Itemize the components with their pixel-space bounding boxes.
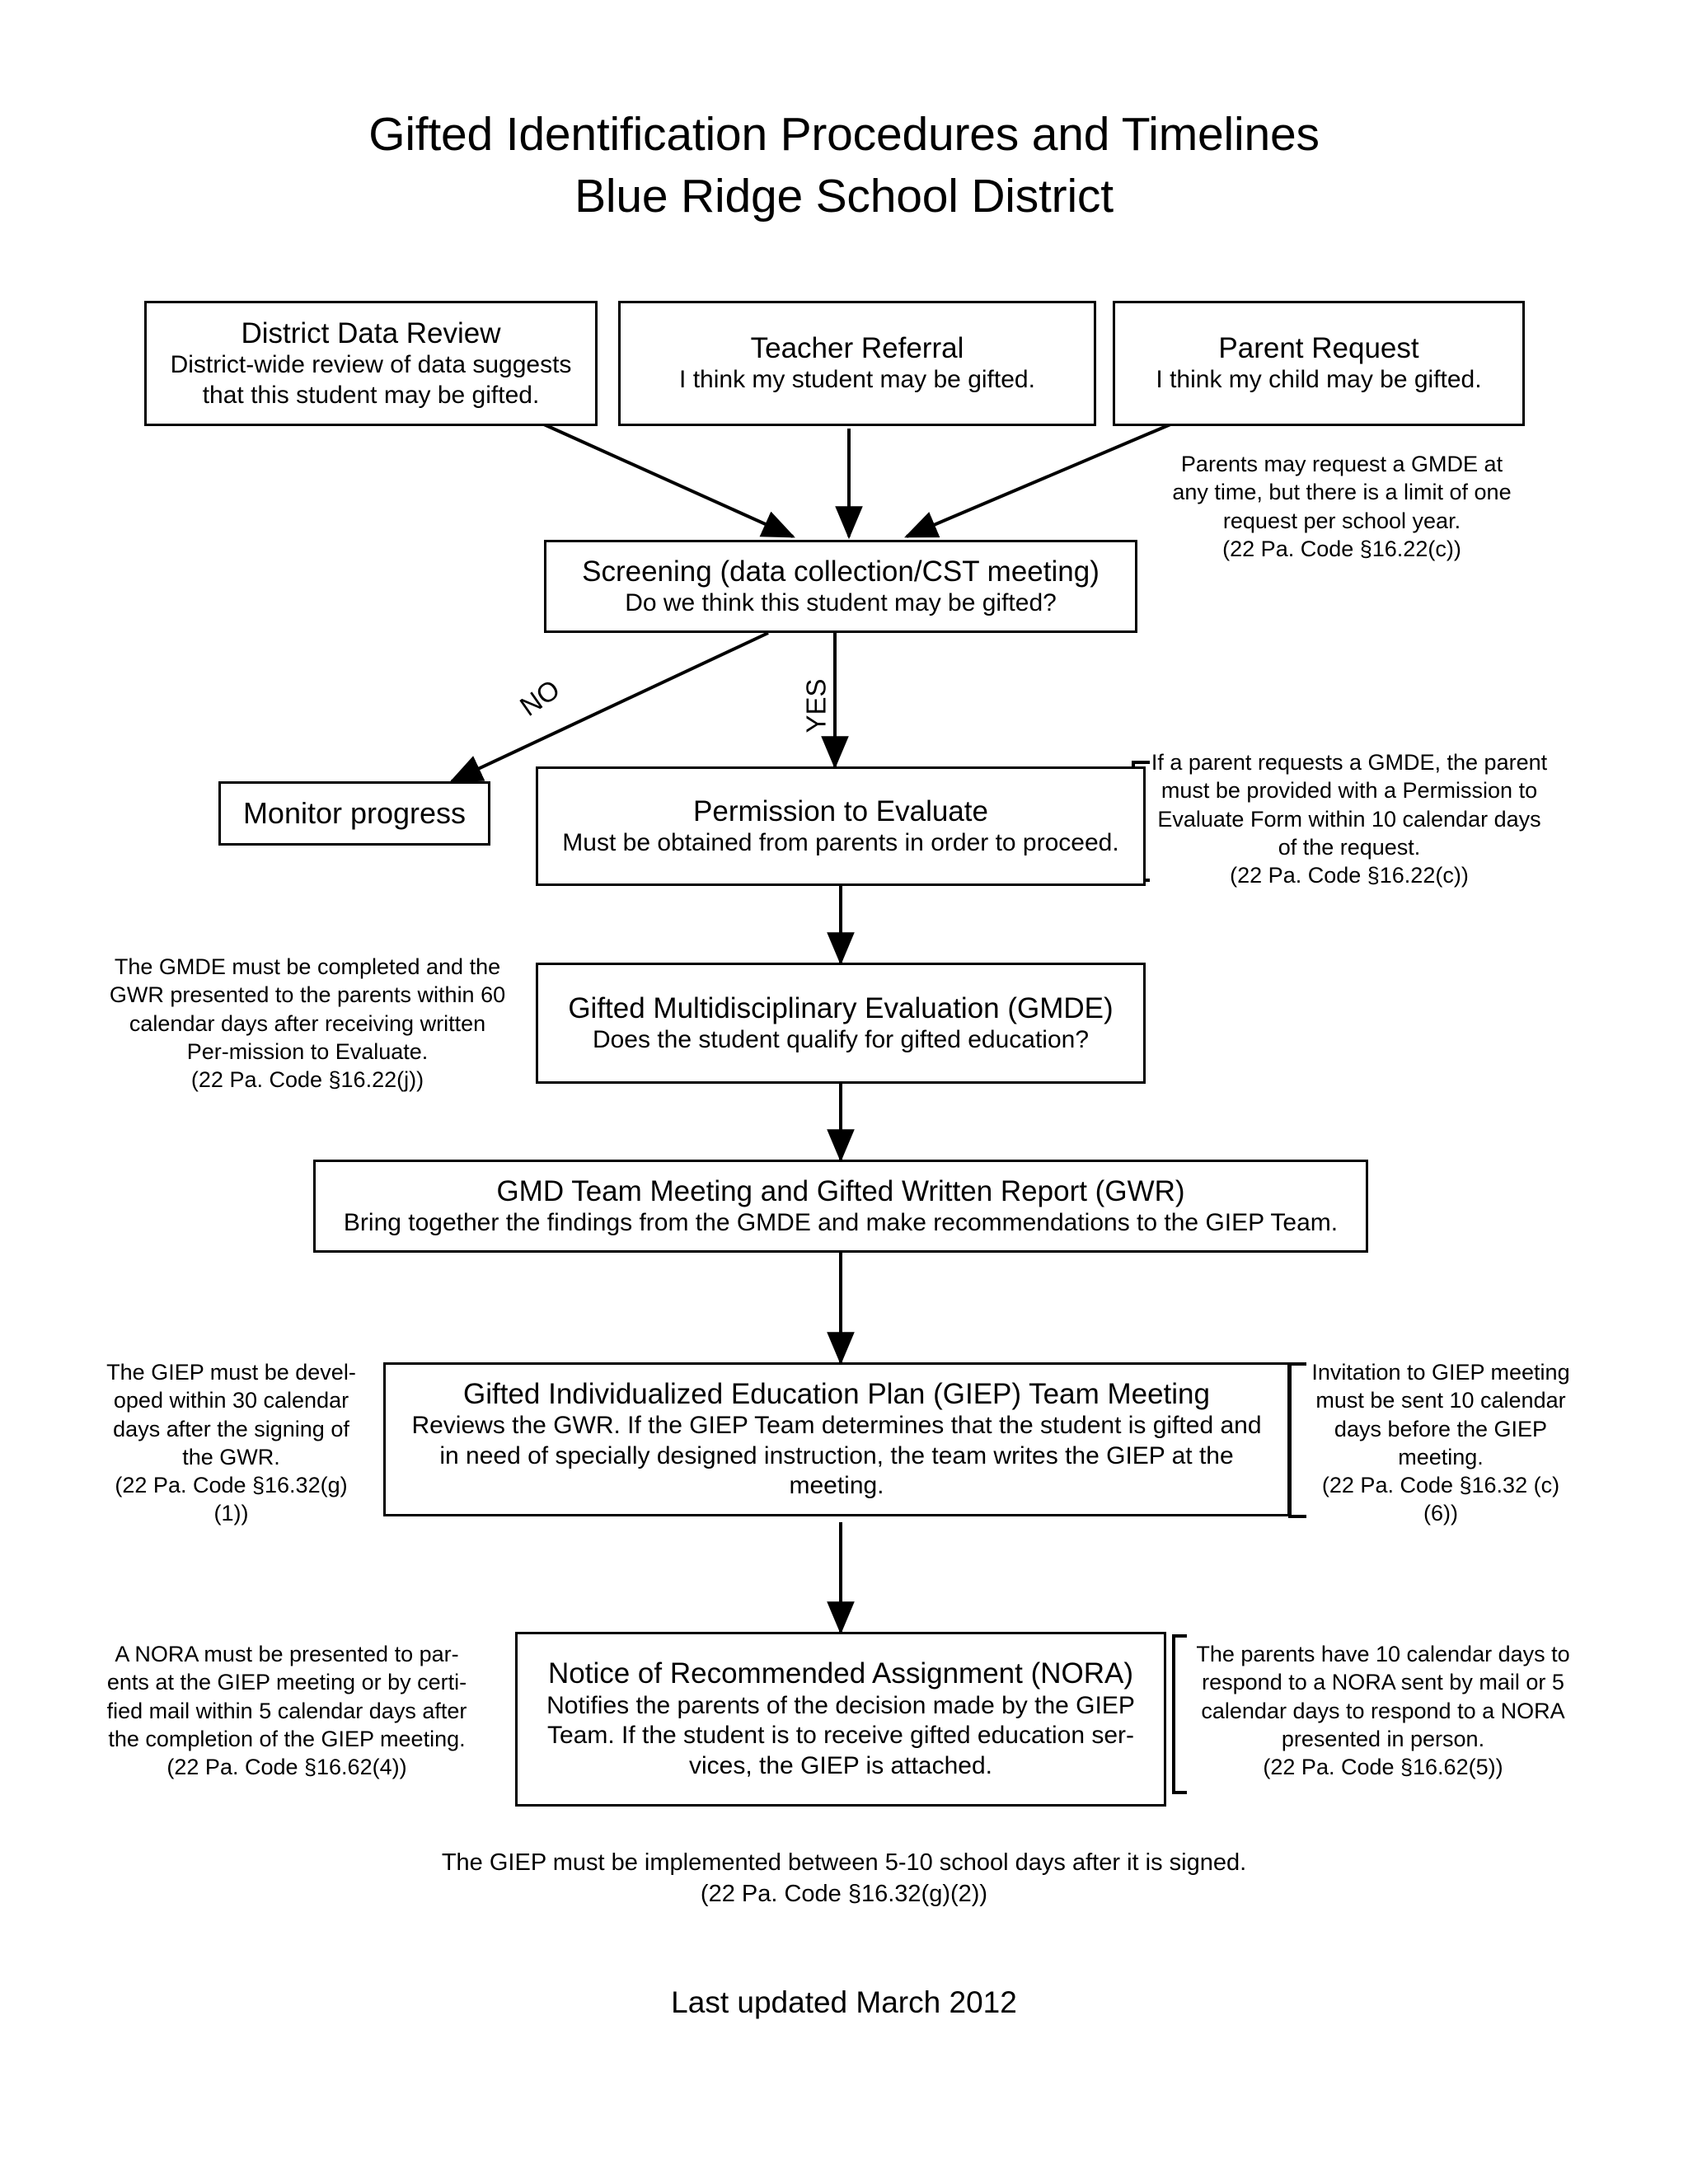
node-gmd-team-meeting[interactable]: GMD Team Meeting and Gifted Written Repo…: [313, 1160, 1368, 1253]
node-teacher-referral[interactable]: Teacher Referral I think my student may …: [618, 301, 1096, 426]
node-gmde-body: Does the student qualify for gifted educ…: [592, 1025, 1090, 1053]
node-screening[interactable]: Screening (data collection/CST meeting) …: [544, 540, 1137, 633]
node-district-data-review[interactable]: District Data Review District-wide revie…: [144, 301, 598, 426]
note-permission-to-evaluate: If a parent requests a GMDE, the parent …: [1151, 750, 1548, 888]
node-gmde[interactable]: Gifted Multidisciplinary Evaluation (GMD…: [536, 963, 1146, 1084]
node-permission-to-evaluate-body: Must be obtained from parents in order t…: [562, 828, 1119, 856]
node-giep-team-meeting-heading: Gifted Individualized Education Plan (GI…: [463, 1377, 1210, 1410]
node-parent-request-heading: Parent Request: [1218, 332, 1419, 365]
node-gmd-team-meeting-heading: GMD Team Meeting and Gifted Written Repo…: [496, 1174, 1185, 1207]
node-gmde-heading: Gifted Multidisciplinary Evaluation (GMD…: [568, 991, 1114, 1024]
note-giep-left: The GIEP must be devel-oped within 30 ca…: [106, 1360, 356, 1526]
bracket-giep-right-note: [1288, 1362, 1306, 1518]
branch-label-yes: YES: [800, 678, 832, 733]
node-screening-heading: Screening (data collection/CST meeting): [582, 555, 1100, 588]
note-giep-right: Invitation to GIEP meeting must be sent …: [1311, 1360, 1570, 1526]
footer-implementation-note: The GIEP must be implemented between 5-1…: [441, 1849, 1247, 1907]
node-parent-request-body: I think my child may be gifted.: [1156, 366, 1482, 394]
node-nora[interactable]: Notice of Recommended Assignment (NORA) …: [515, 1632, 1166, 1807]
page-title-line2: Blue Ridge School District: [574, 170, 1114, 223]
node-nora-heading: Notice of Recommended Assignment (NORA): [548, 1657, 1133, 1690]
node-screening-body: Do we think this student may be gifted?: [625, 588, 1057, 616]
node-monitor-progress-heading: Monitor progress: [242, 795, 467, 830]
node-monitor-progress[interactable]: Monitor progress: [218, 781, 490, 846]
edge-parent-to-screening: [904, 423, 1171, 538]
note-gmde: The GMDE must be completed and the GWR p…: [109, 954, 506, 1093]
edge-screening-no-to-monitor: [449, 631, 769, 783]
edge-district-to-screening: [543, 423, 795, 538]
branch-label-no: NO: [513, 673, 565, 722]
node-district-data-review-body: District-wide review of data suggests th…: [170, 351, 572, 409]
note-parent-request: Parents may request a GMDE at any time, …: [1172, 452, 1512, 561]
node-permission-to-evaluate-heading: Permission to Evaluate: [693, 794, 988, 827]
node-teacher-referral-heading: Teacher Referral: [750, 332, 964, 365]
node-giep-team-meeting-body: Reviews the GWR. If the GIEP Team determ…: [411, 1412, 1262, 1500]
node-nora-body: Notifies the parents of the decision mad…: [546, 1691, 1135, 1779]
node-parent-request[interactable]: Parent Request I think my child may be g…: [1113, 301, 1525, 426]
page-title-line1: Gifted Identification Procedures and Tim…: [368, 108, 1320, 161]
node-permission-to-evaluate[interactable]: Permission to Evaluate Must be obtained …: [536, 766, 1146, 886]
note-nora-left: A NORA must be presented to par-ents at …: [106, 1642, 467, 1780]
footer-last-updated: Last updated March 2012: [671, 1985, 1017, 2019]
node-gmd-team-meeting-body: Bring together the findings from the GMD…: [343, 1208, 1339, 1236]
node-district-data-review-heading: District Data Review: [241, 316, 501, 349]
note-nora-right: The parents have 10 calendar days to res…: [1196, 1642, 1570, 1780]
bracket-nora-right-note: [1172, 1634, 1187, 1794]
node-teacher-referral-body: I think my student may be gifted.: [679, 366, 1035, 394]
node-giep-team-meeting[interactable]: Gifted Individualized Education Plan (GI…: [383, 1362, 1290, 1516]
